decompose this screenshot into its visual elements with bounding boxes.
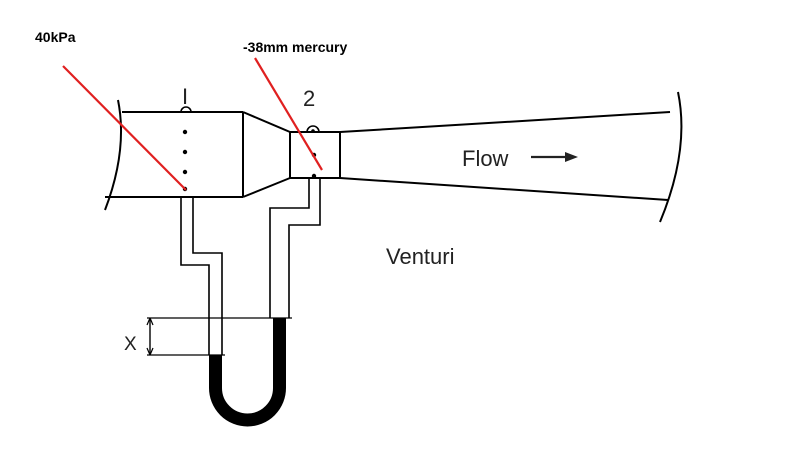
arrow-right-icon bbox=[531, 152, 578, 162]
converging-cone bbox=[242, 111, 291, 198]
throat-section bbox=[289, 131, 341, 179]
diverging-diffuser bbox=[339, 91, 683, 223]
upstream-pipe bbox=[104, 99, 244, 211]
manometer-tube-left bbox=[180, 197, 223, 355]
annotation-line-40kpa bbox=[62, 65, 187, 191]
section-1-label: I bbox=[182, 84, 188, 109]
manometer-tube-right bbox=[269, 178, 321, 318]
height-label: X bbox=[124, 334, 137, 355]
annotation-line-mercury bbox=[254, 57, 323, 171]
section-2-label: 2 bbox=[303, 86, 315, 111]
height-reference-lines bbox=[146, 317, 292, 356]
pressure-2-label: -38mm mercury bbox=[243, 39, 347, 55]
device-label: Venturi bbox=[386, 244, 455, 269]
mercury-column bbox=[209, 318, 286, 427]
flow-label: Flow bbox=[462, 146, 509, 171]
pressure-1-label: 40kPa bbox=[35, 29, 76, 45]
